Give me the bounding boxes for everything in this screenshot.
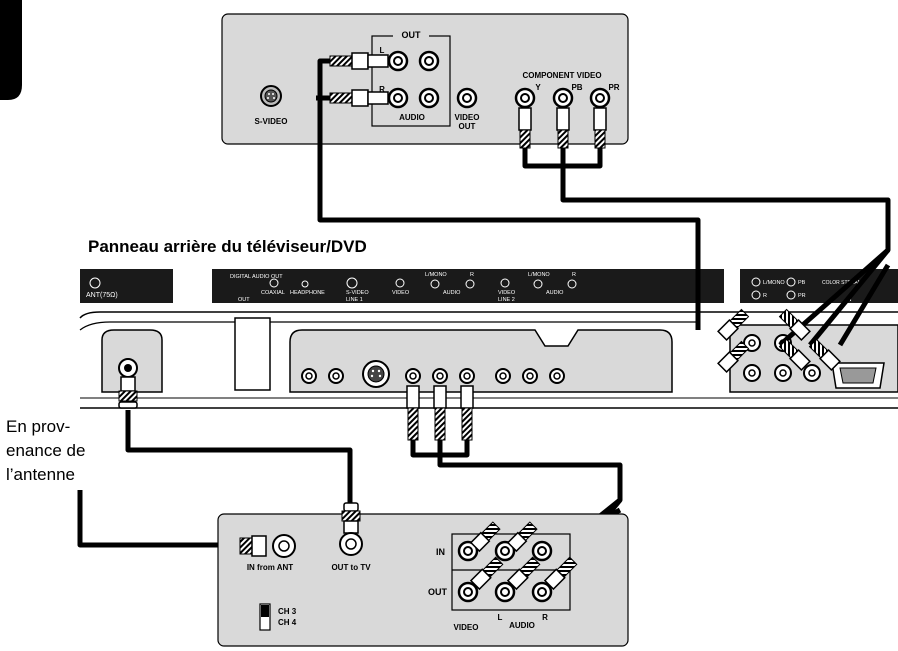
antenna-cable bbox=[125, 410, 353, 505]
vcr-audio-label: AUDIO bbox=[509, 621, 535, 630]
comp-pb-label: PB bbox=[798, 280, 806, 286]
tv-svideo-jack bbox=[362, 360, 390, 388]
tv-jack bbox=[495, 368, 511, 384]
digital-audio-label: DIGITAL AUDIO OUT bbox=[230, 274, 283, 280]
pr-label: PR bbox=[608, 83, 619, 92]
tv-jack bbox=[301, 368, 317, 384]
tv-jack bbox=[549, 368, 565, 384]
line1-lmono-label: L/MONO bbox=[425, 272, 447, 278]
tv-component-jack bbox=[803, 364, 821, 382]
vcr-l-label: L bbox=[498, 613, 503, 622]
headphone-label: HEADPHONE bbox=[290, 290, 325, 296]
line1-svideo-label: S-VIDEO bbox=[346, 290, 369, 296]
rca-jack bbox=[387, 87, 409, 109]
out-to-tv-label: OUT to TV bbox=[331, 563, 371, 572]
component-cable-pb bbox=[560, 148, 891, 347]
video-out-jack bbox=[456, 87, 478, 109]
line2-audio-label: AUDIO bbox=[546, 290, 564, 296]
y-label: Y bbox=[535, 83, 541, 92]
component-plug-pr bbox=[593, 107, 607, 149]
antenna-note-line1: En prov- bbox=[6, 417, 70, 436]
antenna-note-line3: l’antenne bbox=[6, 465, 75, 484]
component-plug-y bbox=[518, 107, 532, 149]
r-label: R bbox=[379, 85, 385, 94]
line2-r-label: R bbox=[572, 272, 576, 278]
component-y-jack bbox=[514, 87, 536, 109]
in-from-ant-label: IN from ANT bbox=[247, 563, 293, 572]
tv-component-jack bbox=[774, 364, 792, 382]
component-pr-jack bbox=[589, 87, 611, 109]
corner-tab bbox=[0, 0, 22, 100]
rca-jack bbox=[418, 50, 440, 72]
vcr-in-audio-l-jack bbox=[494, 540, 516, 562]
tv-audio-l-jack bbox=[432, 368, 448, 384]
rca-jack bbox=[418, 87, 440, 109]
vcr-out-audio-r-jack bbox=[531, 581, 553, 603]
l-label: L bbox=[380, 46, 385, 55]
ch4-label: CH 4 bbox=[278, 618, 297, 627]
tv-jack bbox=[328, 368, 344, 384]
video-out-label: VIDEO bbox=[455, 113, 480, 122]
vcr-out-audio-l-jack bbox=[494, 581, 516, 603]
vcr-panel: IN from ANT OUT to TV CH 3 CH 4 IN OUT V… bbox=[217, 502, 629, 647]
svideo-jack bbox=[260, 85, 282, 107]
audio-plug-r bbox=[329, 89, 389, 107]
line1-label: LINE 1 bbox=[346, 297, 363, 303]
line1-r-label: R bbox=[470, 272, 474, 278]
line2-video-label: VIDEO bbox=[498, 290, 516, 296]
tv-component-jack bbox=[743, 364, 761, 382]
line1-video-label: VIDEO bbox=[392, 290, 410, 296]
comp-r-label: R bbox=[763, 293, 767, 299]
digital-out-label: OUT bbox=[238, 297, 250, 303]
vcr-out-label: OUT bbox=[428, 587, 448, 597]
dvd-audio-cable bbox=[317, 58, 701, 330]
color-stream-label: COLOR STREAM bbox=[822, 280, 862, 286]
antenna-note-line2: enance de bbox=[6, 441, 85, 460]
vcr-in-video-jack bbox=[457, 540, 479, 562]
audio-label: AUDIO bbox=[399, 113, 425, 122]
comp-pr-label: PR bbox=[798, 293, 806, 299]
tv-jack bbox=[522, 368, 538, 384]
vcr-plugs bbox=[469, 521, 578, 591]
tv-rear-panel: ANT(75Ω) DIGITAL AUDIO OUT COAXIAL OUT H… bbox=[79, 269, 898, 409]
av-recess bbox=[289, 329, 673, 393]
antenna-in-cable bbox=[77, 490, 245, 548]
ant-label: ANT(75Ω) bbox=[86, 292, 118, 299]
tv-video-jack bbox=[405, 368, 421, 384]
vga-port bbox=[831, 362, 885, 389]
video-out-label-2: OUT bbox=[459, 122, 476, 131]
component-plug-pb bbox=[556, 107, 570, 149]
tv-audio-r-jack bbox=[459, 368, 475, 384]
vcr-out-video-jack bbox=[457, 581, 479, 603]
tv-av-plugs bbox=[406, 385, 474, 441]
vcr-in-label: IN bbox=[436, 547, 445, 557]
line2-lmono-label: L/MONO bbox=[528, 272, 550, 278]
comp-lmono-label: L/MONO bbox=[763, 280, 785, 286]
tv-component-plugs bbox=[717, 308, 841, 373]
diagram-title: Panneau arrière du téléviseur/DVD bbox=[88, 237, 367, 256]
rca-jack bbox=[387, 50, 409, 72]
svideo-label: S-VIDEO bbox=[255, 117, 288, 126]
component-video-label: COMPONENT VIDEO bbox=[522, 71, 601, 80]
out-label: OUT bbox=[402, 30, 422, 40]
vcr-in-audio-r-jack bbox=[531, 540, 553, 562]
component-pb-jack bbox=[552, 87, 574, 109]
tv-antenna-connector bbox=[118, 358, 138, 409]
line2-label: LINE 2 bbox=[498, 297, 515, 303]
vcr-ant-out-connector bbox=[339, 502, 363, 556]
vcr-r-label: R bbox=[542, 613, 548, 622]
vcr-video-label: VIDEO bbox=[454, 623, 479, 632]
line1-audio-label: AUDIO bbox=[443, 290, 461, 296]
vcr-av-box bbox=[451, 533, 571, 611]
dvd-player-panel: OUT L R AUDIO VIDEO OUT S-VIDEO bbox=[221, 13, 629, 145]
vcr-ant-in-connector bbox=[239, 534, 296, 558]
pb-label: PB bbox=[571, 83, 582, 92]
ch3-label: CH 3 bbox=[278, 607, 297, 616]
tv-component-jack bbox=[743, 334, 761, 352]
audio-plug-l bbox=[329, 52, 389, 70]
coaxial-label: COAXIAL bbox=[261, 290, 285, 296]
channel-switch[interactable] bbox=[259, 603, 271, 631]
